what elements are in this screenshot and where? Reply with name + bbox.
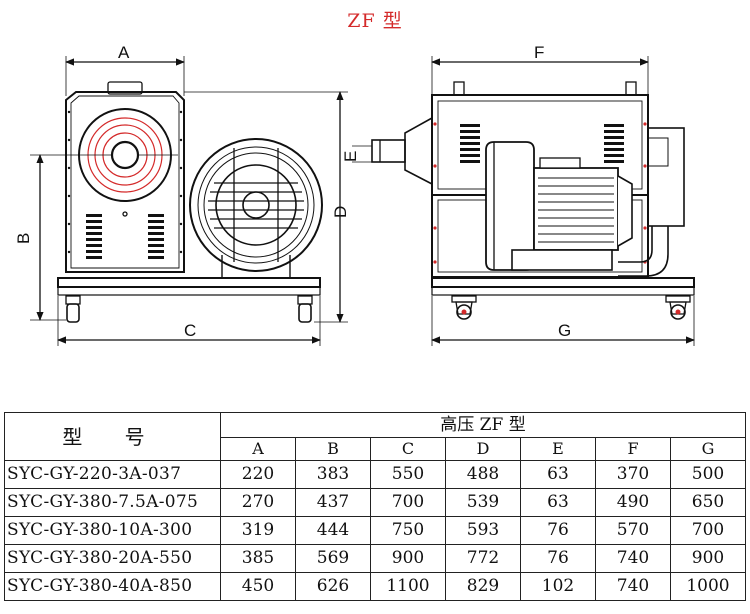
- value-cell: 444: [295, 516, 371, 545]
- front-view: [30, 56, 348, 346]
- caster: [451, 295, 477, 320]
- value-cell: 76: [520, 516, 596, 545]
- model-cell: SYC-GY-380-20A-550: [4, 544, 221, 573]
- dim-label-d: D: [331, 206, 350, 218]
- value-cell: 829: [445, 572, 521, 601]
- inlet-ring: [30, 108, 178, 202]
- value-cell: 900: [370, 544, 446, 573]
- value-cell: 488: [445, 460, 521, 489]
- value-cell: 700: [670, 516, 746, 545]
- caster: [65, 295, 81, 323]
- group-header: 高压 ZF 型: [220, 412, 746, 438]
- value-cell: 1100: [370, 572, 446, 601]
- value-cell: 102: [520, 572, 596, 601]
- value-cell: 570: [595, 516, 671, 545]
- value-cell: 740: [595, 544, 671, 573]
- model-header: 型 号: [4, 412, 221, 461]
- value-cell: 370: [595, 460, 671, 489]
- value-cell: 450: [220, 572, 296, 601]
- side-vent-right: [604, 124, 624, 163]
- inlet-nozzle: [352, 117, 433, 185]
- value-cell: 626: [295, 572, 371, 601]
- model-cell: SYC-GY-380-10A-300: [4, 516, 221, 545]
- dim-label-g: G: [558, 321, 571, 340]
- dim-label-f: F: [534, 43, 544, 62]
- value-cell: 490: [595, 488, 671, 517]
- model-cell: SYC-GY-380-7.5A-075: [4, 488, 221, 517]
- blower-front: [189, 138, 323, 279]
- value-cell: 319: [220, 516, 296, 545]
- column-header: G: [670, 437, 746, 461]
- value-cell: 1000: [670, 572, 746, 601]
- value-cell: 385: [220, 544, 296, 573]
- value-cell: 550: [370, 460, 446, 489]
- column-header: B: [295, 437, 371, 461]
- column-header: C: [370, 437, 446, 461]
- value-cell: 569: [295, 544, 371, 573]
- value-cell: 220: [220, 460, 296, 489]
- value-cell: 750: [370, 516, 446, 545]
- value-cell: 650: [670, 488, 746, 517]
- technical-drawing: A B C D: [14, 43, 695, 346]
- value-cell: 539: [445, 488, 521, 517]
- value-cell: 500: [670, 460, 746, 489]
- caster: [297, 295, 313, 323]
- value-cell: 383: [295, 460, 371, 489]
- column-header: E: [520, 437, 596, 461]
- value-cell: 772: [445, 544, 521, 573]
- dim-label-c: C: [184, 321, 196, 340]
- page-title: ZF 型: [347, 10, 403, 32]
- blower-side: [485, 141, 633, 271]
- model-cell: SYC-GY-380-40A-850: [4, 572, 221, 601]
- model-cell: SYC-GY-220-3A-037: [4, 460, 221, 489]
- value-cell: 740: [595, 572, 671, 601]
- value-cell: 63: [520, 460, 596, 489]
- front-vent-right: [148, 214, 164, 259]
- side-view: [352, 56, 695, 346]
- column-header: A: [220, 437, 296, 461]
- value-cell: 437: [295, 488, 371, 517]
- caster: [665, 295, 691, 320]
- dim-label-b: B: [14, 233, 33, 244]
- value-cell: 76: [520, 544, 596, 573]
- value-cell: 900: [670, 544, 746, 573]
- column-header: D: [445, 437, 521, 461]
- dim-label-a: A: [118, 43, 130, 62]
- dim-label-e: E: [341, 151, 360, 162]
- value-cell: 270: [220, 488, 296, 517]
- column-header: F: [595, 437, 671, 461]
- value-cell: 63: [520, 488, 596, 517]
- value-cell: 593: [445, 516, 521, 545]
- front-vent-left: [86, 214, 102, 259]
- value-cell: 700: [370, 488, 446, 517]
- outlet-pipe: [618, 127, 685, 277]
- side-vent-left: [460, 124, 480, 163]
